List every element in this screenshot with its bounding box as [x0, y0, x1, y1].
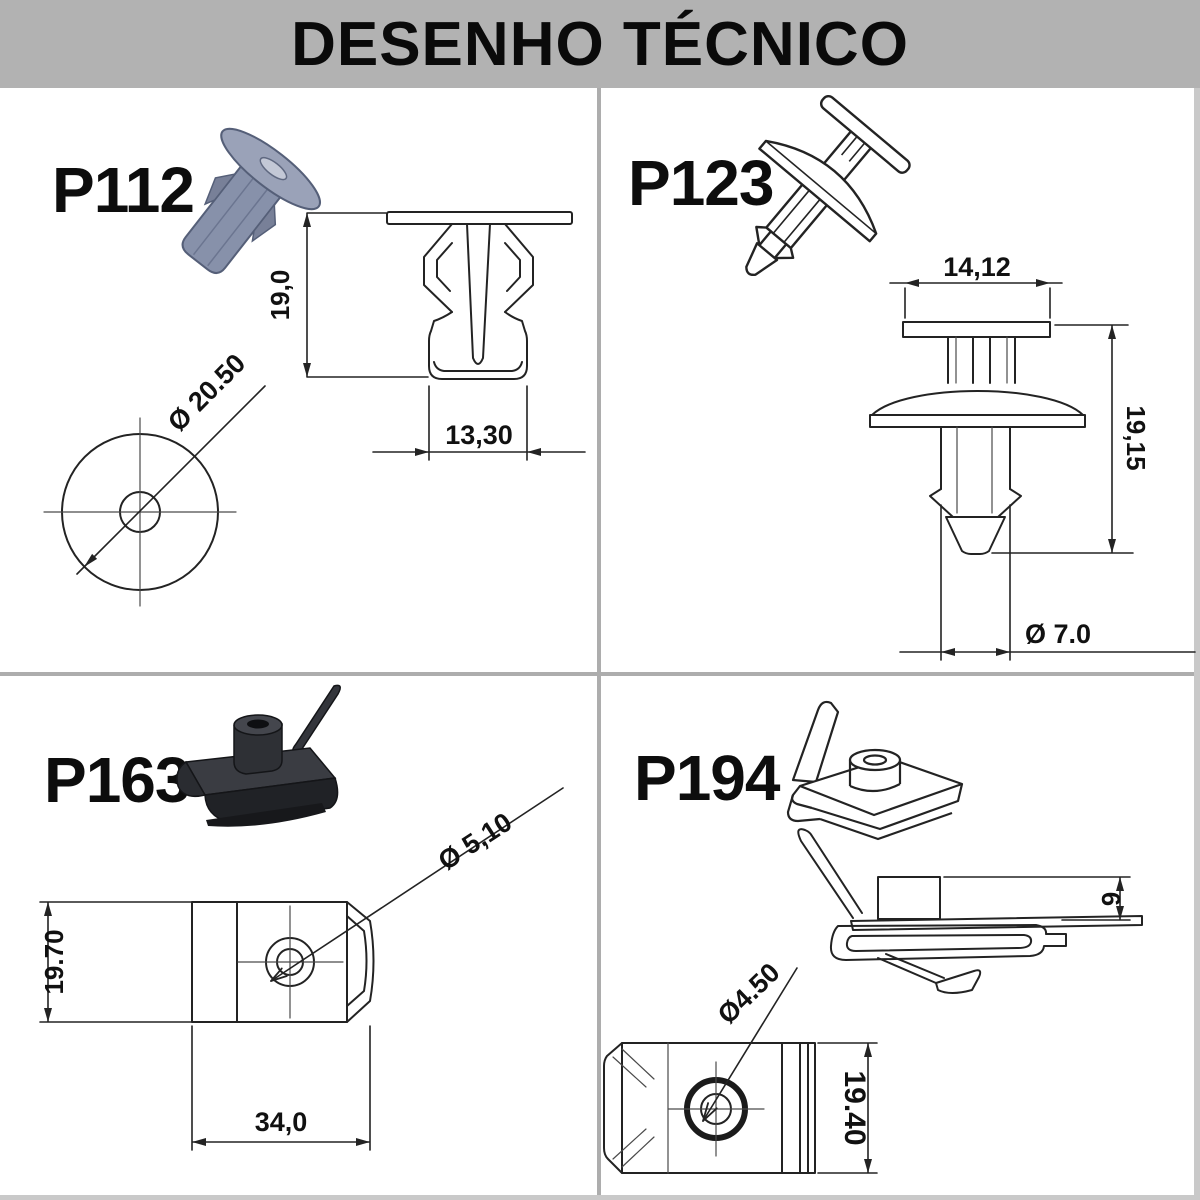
sheet-title: DESENHO TÉCNICO — [291, 9, 909, 79]
dim-p123-height: 19,15 — [1121, 405, 1151, 470]
vertical-divider — [597, 88, 601, 1200]
dim-p194-height: 19.40 — [838, 1070, 871, 1145]
sheet-header: DESENHO TÉCNICO — [0, 0, 1200, 88]
dim-p194-boss-height: 6 — [1096, 892, 1126, 906]
dim-p163-diameter: Ø 5,10 — [433, 807, 517, 876]
p112-front-view: 19,0 13,30 — [265, 211, 586, 461]
p123-side-view: 14,12 19,15 Ø 7.0 — [869, 252, 1196, 661]
quadrant-p123: P123 14,12 — [628, 94, 1196, 661]
quadrant-p194: P194 6 — [603, 700, 1143, 1174]
horizontal-divider — [0, 672, 1200, 676]
part-label-p123: P123 — [628, 147, 773, 219]
dim-p112-diameter: Ø 20.50 — [162, 348, 251, 437]
p194-3d-render-clip — [786, 700, 964, 841]
dim-p163-length: 34,0 — [255, 1107, 308, 1137]
p123-3d-render-rivet — [745, 94, 911, 277]
right-edge-strip — [1194, 88, 1200, 1200]
part-label-p112: P112 — [52, 154, 194, 226]
quadrant-p112: P112 19,0 — [43, 127, 586, 607]
dim-p163-height: 19.70 — [39, 929, 69, 994]
dim-p123-diameter: Ø 7.0 — [1025, 619, 1091, 649]
dim-p112-height: 19,0 — [265, 270, 295, 321]
p112-top-view: Ø 20.50 — [43, 348, 266, 607]
p163-top-view: Ø 5,10 19.70 34,0 — [39, 787, 564, 1151]
quadrant-p163: P163 Ø 5,10 — [39, 684, 564, 1151]
dim-p194-diameter: Ø4.50 — [712, 957, 786, 1030]
dim-p123-width: 14,12 — [943, 252, 1011, 282]
p194-bottom-view: Ø4.50 19.40 — [603, 957, 878, 1174]
dim-p112-width: 13,30 — [445, 420, 513, 450]
p163-3d-render-clip — [176, 684, 341, 827]
p112-3d-render-grommet — [181, 127, 321, 274]
p194-side-view: 6 — [797, 828, 1143, 994]
part-label-p194: P194 — [634, 742, 781, 814]
bottom-edge-strip — [0, 1195, 1200, 1200]
part-label-p163: P163 — [44, 744, 189, 816]
